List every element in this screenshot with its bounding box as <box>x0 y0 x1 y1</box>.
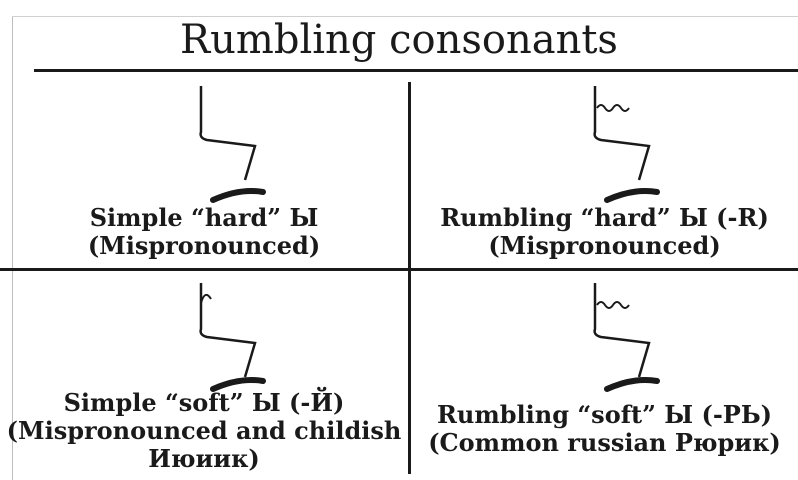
caption-line: Simple “hard” Ы <box>89 203 319 232</box>
caption-line: (Mispronounced and childish <box>6 416 402 445</box>
cell-simple-soft: Simple “soft” Ы (-Й) (Mispronounced and … <box>0 271 408 480</box>
caption-line: Rumbling “hard” Ы (-R) <box>440 203 769 232</box>
row-divider <box>0 268 798 271</box>
caption-line: (Mispronounced) <box>488 231 721 260</box>
cell-rumbling-hard: Rumbling “hard” Ы (-R) (Mispronounced) <box>411 72 798 268</box>
top-border <box>12 16 798 17</box>
caption-line: Июиик) <box>148 444 260 473</box>
diagram-title: Rumbling consonants <box>180 17 618 63</box>
cell-rumbling-soft: Rumbling “soft” Ы (-РЬ) (Common russian … <box>411 271 798 480</box>
caption-line: (Common russian Рюрик) <box>428 428 781 457</box>
left-border <box>12 16 13 480</box>
caption-line: Rumbling “soft” Ы (-РЬ) <box>436 400 772 429</box>
caption-simple-soft: Simple “soft” Ы (-Й) (Mispronounced and … <box>0 389 408 473</box>
caption-line: Simple “soft” Ы (-Й) <box>63 388 345 417</box>
cell-simple-hard: Simple “hard” Ы (Mispronounced) <box>0 72 408 268</box>
articulation-wavy-glyph <box>593 283 660 392</box>
articulation-plain-glyph <box>199 86 266 203</box>
caption-simple-hard: Simple “hard” Ы (Mispronounced) <box>0 204 408 260</box>
column-divider <box>408 82 411 474</box>
articulation-hook-glyph <box>199 283 266 392</box>
articulation-wavy-glyph <box>593 86 660 203</box>
caption-rumbling-hard: Rumbling “hard” Ы (-R) (Mispronounced) <box>411 204 798 260</box>
caption-rumbling-soft: Rumbling “soft” Ы (-РЬ) (Common russian … <box>411 401 798 457</box>
caption-line: (Mispronounced) <box>87 231 321 260</box>
title-divider <box>34 69 798 72</box>
